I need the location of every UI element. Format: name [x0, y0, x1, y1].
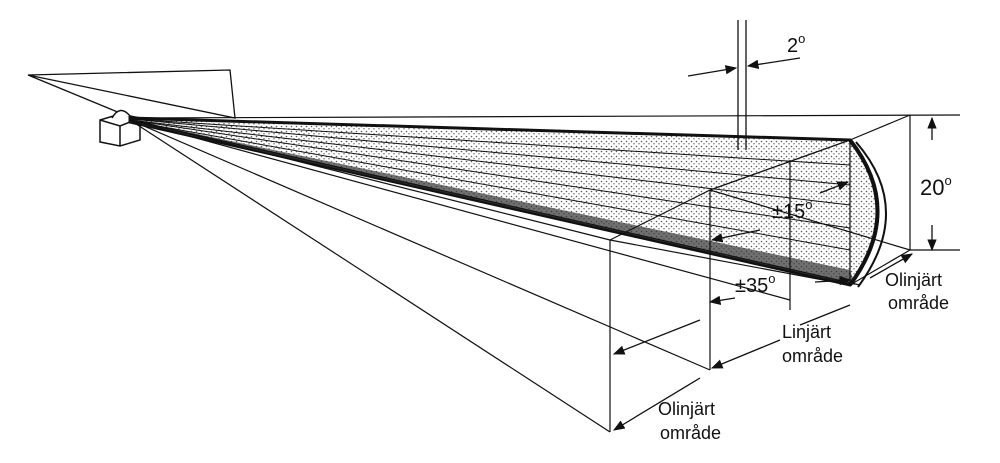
label-2-degree: 2o	[787, 31, 805, 57]
label-nonlinear-upper: Olinjärt område	[885, 270, 949, 313]
label-nonlinear-lower: Olinjärt område	[658, 399, 721, 443]
linear-sector-dimension	[710, 181, 850, 243]
svg-text:Linjärt: Linjärt	[782, 322, 831, 342]
total-sector-dimension	[708, 275, 852, 305]
label-35-degree: ±35o	[735, 271, 775, 297]
svg-text:område: område	[888, 293, 949, 313]
label-20-degree: 20o	[920, 173, 952, 200]
coverage-box-lines	[129, 114, 961, 433]
runway	[27, 69, 236, 119]
label-15-degree: ±15o	[772, 197, 812, 223]
transmitter-antenna	[99, 109, 141, 147]
ground-dimensions	[612, 253, 914, 431]
svg-text:område: område	[782, 346, 843, 366]
label-linear: Linjärt område	[782, 322, 843, 366]
svg-text:område: område	[660, 423, 721, 443]
svg-text:Olinjärt: Olinjärt	[885, 270, 942, 290]
svg-text:Olinjärt: Olinjärt	[658, 399, 715, 419]
beam-width-indicator	[687, 20, 801, 150]
